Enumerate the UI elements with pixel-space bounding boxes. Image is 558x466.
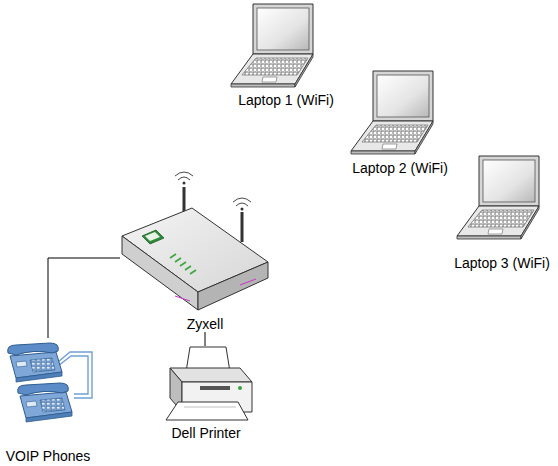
laptop-node: Laptop 1 (WiFi): [226, 0, 346, 108]
device-label: VOIP Phones: [6, 448, 91, 464]
laptop-node: Laptop 2 (WiFi): [340, 68, 460, 176]
printer-body: [166, 347, 252, 420]
network-cable: [205, 332, 206, 346]
laptop-node: Laptop 3 (WiFi): [446, 155, 558, 271]
device-label: Dell Printer: [171, 425, 240, 441]
router-body: [122, 172, 268, 310]
router-node: Zyxell: [120, 160, 290, 332]
device-label: Laptop 1 (WiFi): [238, 92, 334, 108]
device-label: Laptop 3 (WiFi): [454, 255, 550, 271]
phone-set: [8, 343, 92, 422]
device-label: Zyxell: [187, 316, 224, 332]
network-cable: [48, 258, 120, 338]
phone-node: VOIP Phones: [0, 338, 96, 464]
printer-node: Dell Printer: [150, 346, 262, 441]
device-label: Laptop 2 (WiFi): [352, 160, 448, 176]
